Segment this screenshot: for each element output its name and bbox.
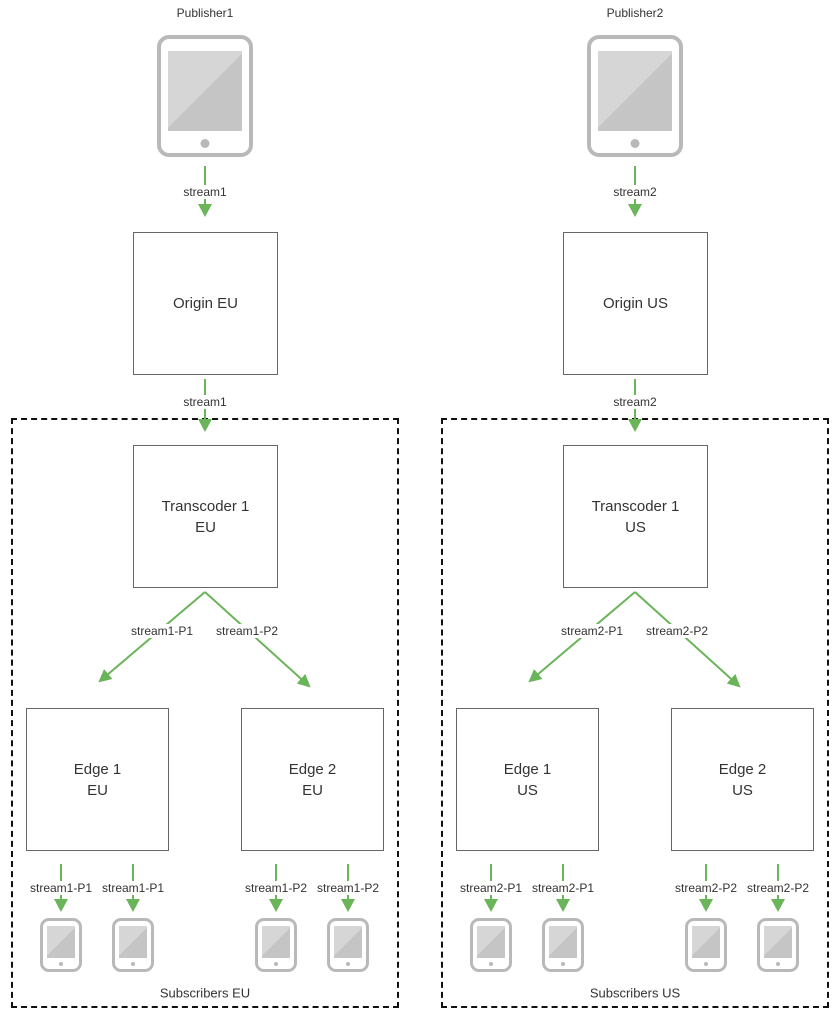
subscriber-stream-label: stream2-P2 bbox=[671, 881, 741, 895]
tablet-screen bbox=[168, 51, 242, 131]
ingest-stream1-label: stream1 bbox=[180, 395, 230, 409]
subscriber-stream-label: stream2-P1 bbox=[456, 881, 526, 895]
branch-stream2-p2-label: stream2-P2 bbox=[642, 624, 712, 638]
tablet-home-button bbox=[59, 962, 63, 966]
transcoder1-us-box: Transcoder 1 US bbox=[563, 445, 708, 588]
arrowhead-down-icon bbox=[126, 899, 140, 912]
arrowhead-down-icon bbox=[198, 419, 212, 432]
tablet-home-button bbox=[561, 962, 565, 966]
subscriber-tablet-icon bbox=[40, 918, 82, 972]
tablet-home-button bbox=[704, 962, 708, 966]
subscriber-stream-label: stream2-P2 bbox=[743, 881, 813, 895]
arrowhead-down-icon bbox=[771, 899, 785, 912]
tablet-home-button bbox=[131, 962, 135, 966]
edge2-eu-box: Edge 2 EU bbox=[241, 708, 384, 851]
subscriber-tablet-icon bbox=[255, 918, 297, 972]
eu-branch-arrows bbox=[98, 591, 311, 688]
tablet-screen bbox=[764, 926, 792, 958]
arrowhead-down-icon bbox=[556, 899, 570, 912]
transcoder1-eu-box: Transcoder 1 EU bbox=[133, 445, 278, 588]
tablet-screen bbox=[477, 926, 505, 958]
publisher2-tablet-icon bbox=[587, 35, 683, 157]
tablet-home-button bbox=[489, 962, 493, 966]
subscribers-eu-caption: Subscribers EU bbox=[159, 985, 251, 1001]
edge1-us-box: Edge 1 US bbox=[456, 708, 599, 851]
subscriber-tablet-icon bbox=[685, 918, 727, 972]
branch-stream1-p2-label: stream1-P2 bbox=[212, 624, 282, 638]
arrowhead-down-icon bbox=[484, 899, 498, 912]
tablet-screen bbox=[549, 926, 577, 958]
publish-stream2-label: stream2 bbox=[610, 185, 660, 199]
tablet-screen bbox=[47, 926, 75, 958]
origin-us-box: Origin US bbox=[563, 232, 708, 375]
publisher1-label: Publisher1 bbox=[173, 6, 237, 20]
subscriber-tablet-icon bbox=[327, 918, 369, 972]
subscriber-tablet-icon bbox=[542, 918, 584, 972]
tablet-screen bbox=[334, 926, 362, 958]
origin-eu-box: Origin EU bbox=[133, 232, 278, 375]
subscriber-tablet-icon bbox=[757, 918, 799, 972]
tablet-home-button bbox=[200, 139, 210, 148]
subscriber-stream-label: stream2-P1 bbox=[528, 881, 598, 895]
subscribers-us-caption: Subscribers US bbox=[589, 985, 681, 1001]
edge1-eu-box: Edge 1 EU bbox=[26, 708, 169, 851]
tablet-home-button bbox=[776, 962, 780, 966]
publisher2-label: Publisher2 bbox=[603, 6, 667, 20]
ingest-stream2-label: stream2 bbox=[610, 395, 660, 409]
arrowhead-down-icon bbox=[341, 899, 355, 912]
tablet-home-button bbox=[630, 139, 640, 148]
publisher1-tablet-icon bbox=[157, 35, 253, 157]
edge2-us-box: Edge 2 US bbox=[671, 708, 814, 851]
publish-stream1-label: stream1 bbox=[180, 185, 230, 199]
tablet-screen bbox=[119, 926, 147, 958]
branch-stream2-p1-label: stream2-P1 bbox=[557, 624, 627, 638]
branch-stream1-p1-label: stream1-P1 bbox=[127, 624, 197, 638]
arrowhead-down-icon bbox=[628, 419, 642, 432]
arrowhead-down-icon bbox=[269, 899, 283, 912]
tablet-screen bbox=[598, 51, 672, 131]
arrowhead-down-icon bbox=[198, 204, 212, 217]
arrowhead-down-icon bbox=[628, 204, 642, 217]
tablet-screen bbox=[692, 926, 720, 958]
arrowhead-down-icon bbox=[54, 899, 68, 912]
subscriber-stream-label: stream1-P1 bbox=[26, 881, 96, 895]
us-branch-arrows bbox=[528, 591, 741, 688]
tablet-screen bbox=[262, 926, 290, 958]
tablet-home-button bbox=[346, 962, 350, 966]
arrowhead-down-icon bbox=[699, 899, 713, 912]
subscriber-stream-label: stream1-P2 bbox=[313, 881, 383, 895]
subscriber-tablet-icon bbox=[112, 918, 154, 972]
subscriber-stream-label: stream1-P1 bbox=[98, 881, 168, 895]
subscriber-stream-label: stream1-P2 bbox=[241, 881, 311, 895]
tablet-home-button bbox=[274, 962, 278, 966]
subscriber-tablet-icon bbox=[470, 918, 512, 972]
